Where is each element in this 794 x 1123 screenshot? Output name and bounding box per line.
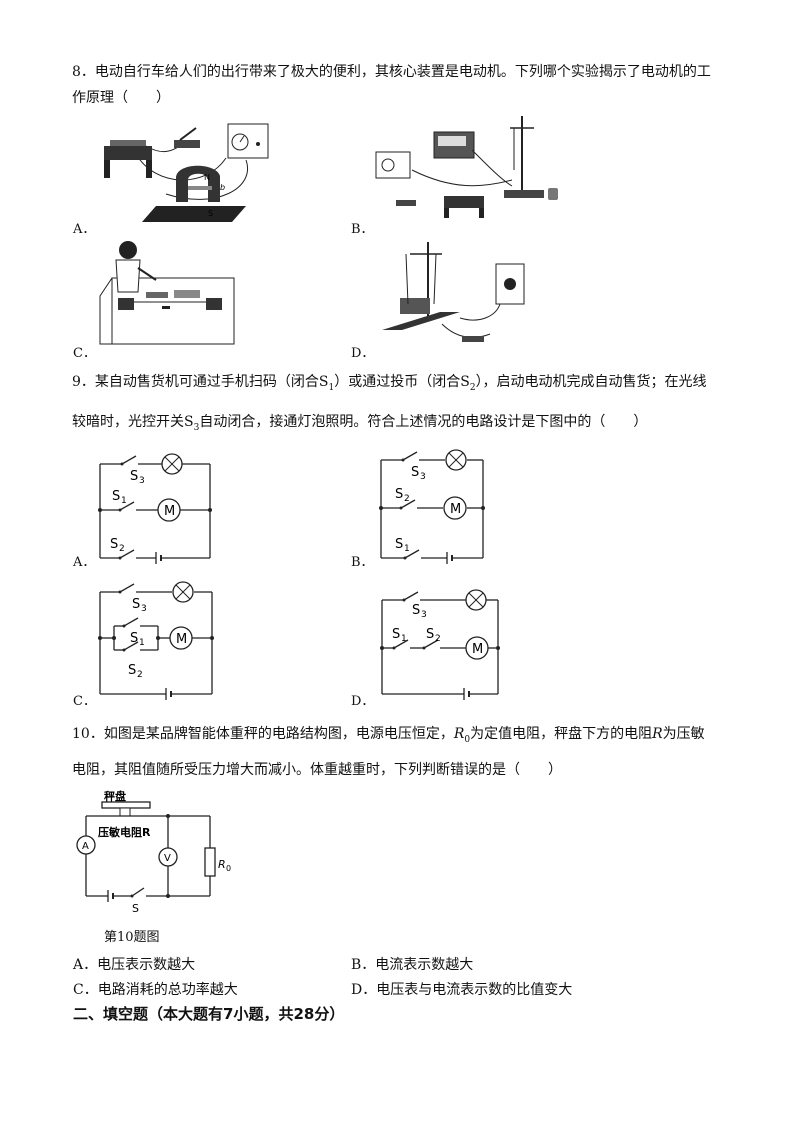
q9-option-b[interactable]: B． — [351, 555, 374, 570]
q8-figure-d[interactable] — [380, 238, 528, 346]
svg-text:1: 1 — [401, 634, 407, 644]
motor-symbol: M — [472, 642, 483, 657]
svg-text:S: S — [412, 603, 420, 618]
q8-option-d[interactable]: D． — [351, 346, 375, 361]
svg-text:S: S — [130, 631, 138, 646]
q10-pan-label: 秤盘 — [104, 789, 126, 803]
q8-option-b[interactable]: B． — [351, 222, 374, 237]
q9-stem-line1: 9．某自动售货机可通过手机扫码（闭合S1）或通过投币（闭合S2），启动电动机完成… — [72, 374, 707, 393]
svg-text:S: S — [395, 487, 403, 502]
voltmeter-icon — [158, 847, 178, 867]
q8-option-a[interactable]: A． — [73, 222, 96, 237]
q8-stem-line1: 8．电动自行车给人们的出行带来了极大的便利，其核心装置是电动机。下列哪个实验揭示… — [72, 64, 711, 80]
q8-stem-line2: 作原理（ ） — [72, 90, 170, 106]
motor-symbol: M — [176, 632, 187, 647]
q9-stem-line2: 较暗时，光控开关S3自动闭合，接通灯泡照明。符合上述情况的电路设计是下图中的（ … — [72, 414, 648, 433]
svg-text:S: S — [392, 627, 400, 642]
svg-text:1: 1 — [139, 638, 145, 648]
q8-figure-c[interactable] — [98, 236, 236, 346]
svg-text:A: A — [82, 841, 89, 852]
q9-option-d[interactable]: D． — [351, 694, 375, 709]
q10-choice-d[interactable]: D．电压表与电流表示数的比值变大 — [351, 982, 573, 998]
svg-text:S: S — [411, 465, 419, 480]
svg-text:3: 3 — [420, 472, 426, 482]
svg-text:3: 3 — [421, 610, 427, 620]
svg-text:1: 1 — [404, 544, 410, 554]
q9-option-c[interactable]: C． — [73, 694, 96, 709]
svg-text:S: S — [130, 469, 138, 484]
svg-text:2: 2 — [435, 634, 441, 644]
ammeter-icon — [76, 835, 96, 855]
svg-text:1: 1 — [121, 496, 127, 506]
svg-text:S: S — [110, 537, 118, 552]
q10-choice-b[interactable]: B．电流表示数越大 — [351, 957, 474, 973]
q10-choice-a[interactable]: A．电压表示数越大 — [73, 957, 196, 973]
svg-text:R: R — [218, 858, 226, 871]
svg-text:3: 3 — [141, 604, 147, 614]
motor-symbol: M — [164, 504, 175, 519]
svg-text:V: V — [164, 853, 171, 864]
q8-option-c[interactable]: C． — [73, 346, 96, 361]
svg-text:S: S — [112, 489, 120, 504]
q8-fig-a-s-label: S — [208, 209, 213, 218]
svg-text:S: S — [132, 902, 139, 915]
svg-text:S: S — [426, 627, 434, 642]
svg-text:2: 2 — [137, 670, 143, 680]
q8-figure-b[interactable] — [372, 110, 568, 222]
svg-text:2: 2 — [119, 544, 125, 554]
svg-text:3: 3 — [139, 476, 145, 486]
q10-stem-line1: 10．如图是某品牌智能体重秤的电路结构图，电源电压恒定，R0为定值电阻，秤盘下方… — [72, 726, 705, 745]
motor-symbol: M — [450, 502, 461, 517]
q10-choice-c[interactable]: C．电路消耗的总功率越大 — [73, 982, 238, 998]
section-2-heading: 二、填空题（本大题有7小题，共28分） — [73, 1005, 345, 1023]
q8-fig-a-n-label: N — [204, 173, 210, 182]
svg-text:2: 2 — [404, 494, 410, 504]
q9-option-a[interactable]: A． — [73, 555, 96, 570]
svg-text:S: S — [132, 597, 140, 612]
q10-resistor-r-label: 压敏电阻R — [98, 825, 151, 839]
svg-text:S: S — [395, 537, 403, 552]
q10-circuit-figure[interactable]: 秤盘 压敏电阻R A V R 0 S — [74, 788, 231, 916]
q10-stem-line2: 电阻，其阻值随所受压力增大而减小。体重越重时，下列判断错误的是（ ） — [72, 762, 562, 778]
svg-text:S: S — [128, 663, 136, 678]
q8-fig-a-b-label: b — [220, 183, 225, 192]
svg-text:0: 0 — [226, 864, 231, 873]
q10-figure-caption: 第10题图 — [104, 930, 160, 945]
q8-figure-a[interactable]: N b S — [96, 118, 276, 226]
